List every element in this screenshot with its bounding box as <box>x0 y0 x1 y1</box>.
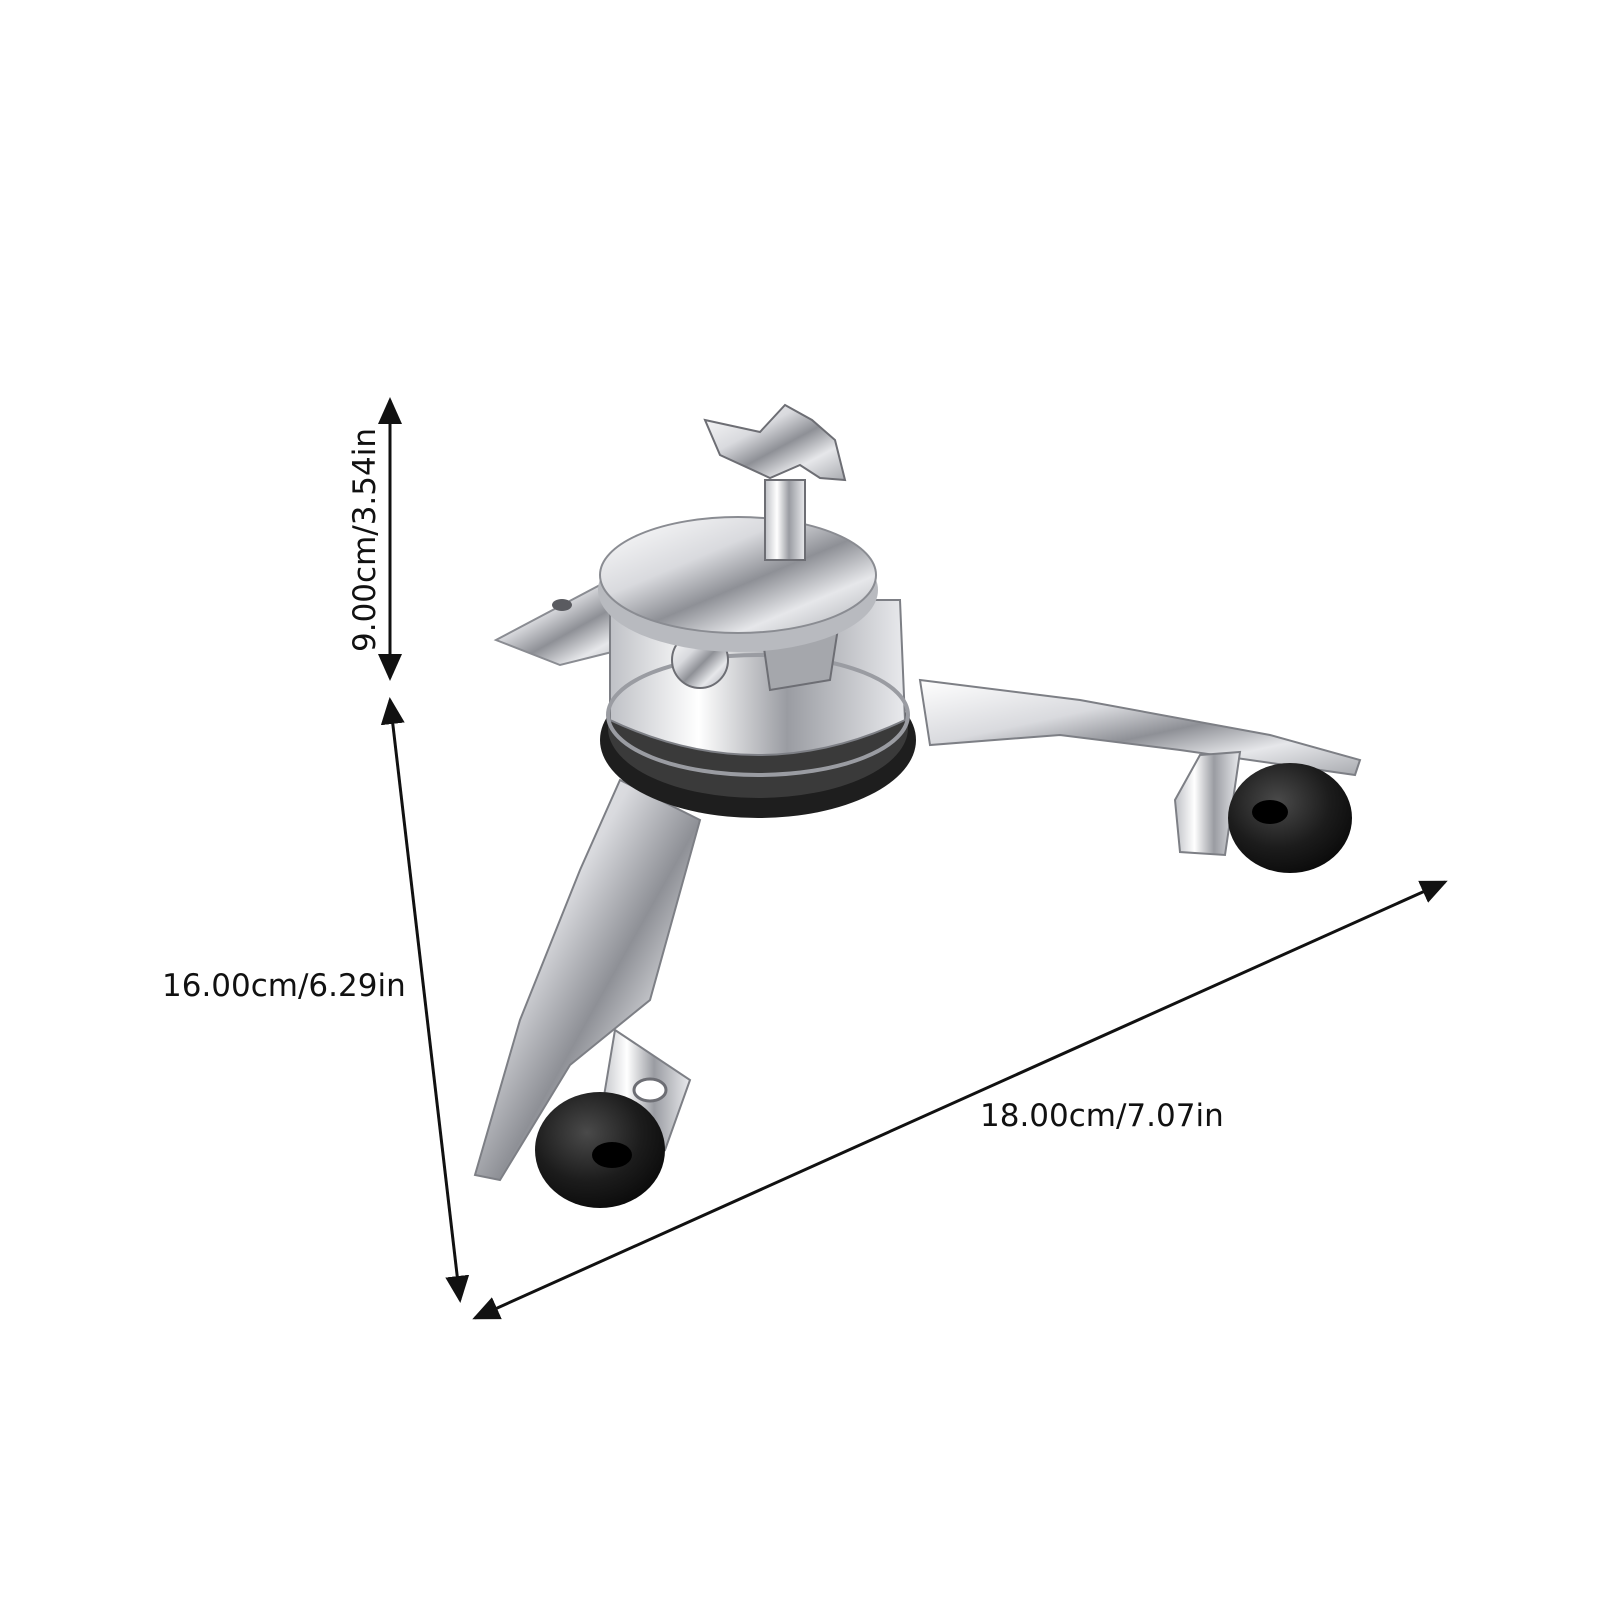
rubber-foot-front <box>535 1092 665 1208</box>
right-leg-bracket <box>1173 750 1242 857</box>
depth-dimension-label: 16.00cm/6.29in <box>162 968 406 1004</box>
screw-shaft <box>764 479 806 561</box>
right-leg <box>918 678 1362 777</box>
hub-lower-lip <box>606 653 910 777</box>
hub-cap-top <box>599 516 877 634</box>
dimension-lines <box>378 397 1448 1320</box>
front-bracket-hole <box>632 1077 668 1103</box>
rubber-foot-right <box>1228 763 1352 873</box>
bracket-hole <box>552 599 572 611</box>
depth-dimension-line <box>380 697 470 1303</box>
height-dimension-label: 9.00cm/3.54in <box>347 428 383 652</box>
stand-base-illustration <box>473 403 1362 1208</box>
width-dimension-label: 18.00cm/7.07in <box>980 1098 1224 1134</box>
wing-nut <box>703 403 847 482</box>
width-dimension-line <box>472 880 1448 1320</box>
